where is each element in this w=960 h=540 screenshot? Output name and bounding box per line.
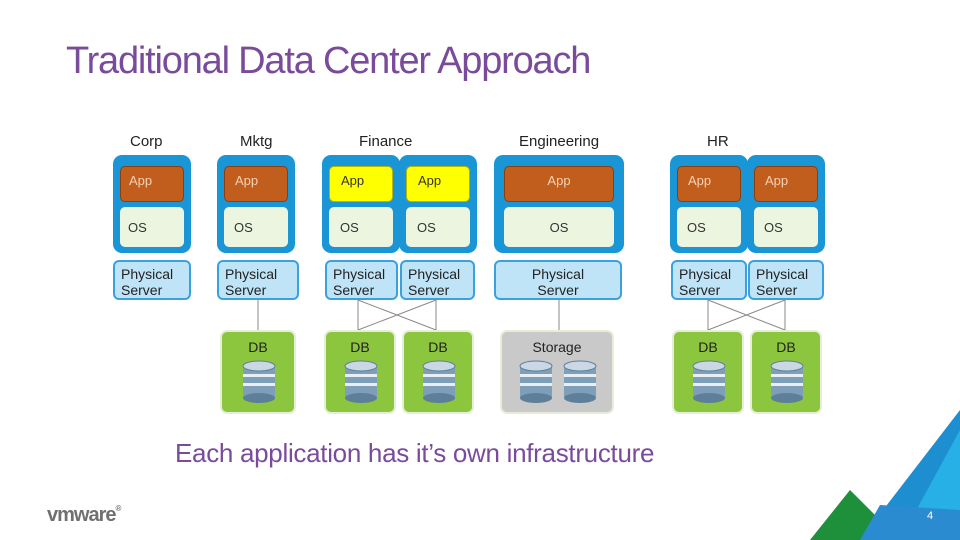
os-box: OS bbox=[677, 207, 741, 247]
os-box: OS bbox=[754, 207, 818, 247]
db-label: DB bbox=[248, 339, 268, 355]
db-hr-2: DB bbox=[750, 330, 822, 414]
slide-title: Traditional Data Center Approach bbox=[66, 40, 591, 82]
database-icon bbox=[422, 360, 456, 403]
server-stack-hr-2: App OS bbox=[747, 155, 825, 253]
database-icon bbox=[692, 360, 726, 403]
server-stack-corp: App OS bbox=[113, 155, 191, 253]
db-finance-2: DB bbox=[402, 330, 474, 414]
storage-engineering: Storage bbox=[500, 330, 614, 414]
app-box: App bbox=[329, 166, 393, 202]
database-icon bbox=[242, 360, 276, 403]
app-box: App bbox=[754, 166, 818, 202]
db-mktg: DB bbox=[220, 330, 296, 414]
database-icon bbox=[770, 360, 804, 403]
dept-label-engineering: Engineering bbox=[519, 133, 600, 150]
server-stack-hr-1: App OS bbox=[670, 155, 748, 253]
os-box: OS bbox=[120, 207, 184, 247]
vmware-logo: vmware® bbox=[47, 504, 121, 526]
os-box: OS bbox=[504, 207, 614, 247]
db-label: DB bbox=[776, 339, 796, 355]
os-box: OS bbox=[329, 207, 393, 247]
app-box: App bbox=[504, 166, 614, 202]
database-icon bbox=[563, 360, 597, 403]
corner-triangle-mid bbox=[860, 505, 960, 540]
page-number: 4 bbox=[927, 510, 934, 522]
dept-label-hr: HR bbox=[707, 133, 729, 150]
server-stack-finance-2: App OS bbox=[399, 155, 477, 253]
storage-label: Storage bbox=[532, 339, 582, 355]
db-hr-1: DB bbox=[672, 330, 744, 414]
connector-line bbox=[707, 299, 786, 331]
os-box: OS bbox=[224, 207, 288, 247]
database-icon bbox=[519, 360, 553, 403]
db-label: DB bbox=[428, 339, 448, 355]
app-box: App bbox=[406, 166, 470, 202]
db-label: DB bbox=[350, 339, 370, 355]
dept-label-corp: Corp bbox=[130, 133, 163, 150]
app-box: App bbox=[224, 166, 288, 202]
dept-label-finance: Finance bbox=[359, 133, 413, 150]
connector-line bbox=[357, 299, 437, 331]
server-stack-mktg: App OS bbox=[217, 155, 295, 253]
app-box: App bbox=[120, 166, 184, 202]
server-stack-finance-1: App OS bbox=[322, 155, 400, 253]
app-box: App bbox=[677, 166, 741, 202]
slide-subtitle: Each application has it’s own infrastruc… bbox=[175, 438, 655, 468]
db-label: DB bbox=[698, 339, 718, 355]
dept-label-mktg: Mktg bbox=[240, 133, 273, 150]
server-stack-engineering: App OS bbox=[494, 155, 624, 253]
db-finance-1: DB bbox=[324, 330, 396, 414]
os-box: OS bbox=[406, 207, 470, 247]
database-icon bbox=[344, 360, 378, 403]
